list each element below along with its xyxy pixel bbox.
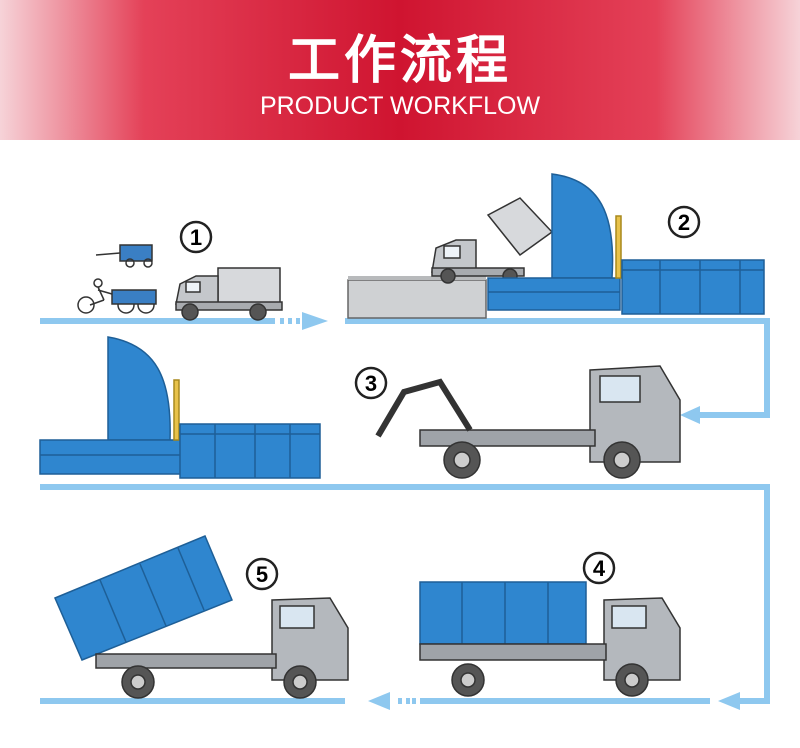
workflow-diagram: 1 2 3 4 5 [39,173,770,710]
page-title: 工作流程 [287,31,512,91]
flow-arrow-left-1 [680,406,700,424]
svg-text:1: 1 [190,225,202,250]
svg-text:5: 5 [256,562,268,587]
svg-text:4: 4 [593,556,606,581]
flow-line-row1-left [40,318,275,324]
hook-lift-truck-loaded-icon [419,581,681,697]
header-banner: 工作流程 PRODUCT WORKFLOW [0,0,800,140]
flow-arrow-right [302,312,328,330]
tricycle-cart-icon [95,244,153,268]
step-4-badge: 4 [582,551,616,585]
ramp-platform-icon [347,276,487,319]
svg-text:2: 2 [678,210,690,235]
flow-line-row2 [40,484,770,490]
step-3-badge: 3 [354,366,388,400]
flow-arrow-left-2 [718,692,740,710]
step-1-badge: 1 [179,220,213,254]
compactor-hopper-icon [487,173,622,311]
hook-lift-truck-unloading-icon [54,535,349,699]
compactor-station-row2-icon [39,336,183,475]
dumping-truck-icon [431,197,554,284]
step-2-badge: 2 [667,205,701,239]
step-5-badge: 5 [245,557,279,591]
flow-line-row3-left [40,698,345,704]
flow-lines [40,312,770,710]
svg-text:3: 3 [365,371,377,396]
page-subtitle: PRODUCT WORKFLOW [259,92,541,120]
hook-lift-truck-empty-icon [375,365,681,479]
flow-arrow-left-3 [368,692,390,710]
container-box-icon [621,259,765,315]
container-box-row2-icon [179,423,321,479]
mini-garbage-truck-icon [175,267,283,321]
flow-line-row1-right [345,318,770,324]
tricycle-rider-icon [77,278,157,314]
flow-line-row3-right [420,698,710,704]
